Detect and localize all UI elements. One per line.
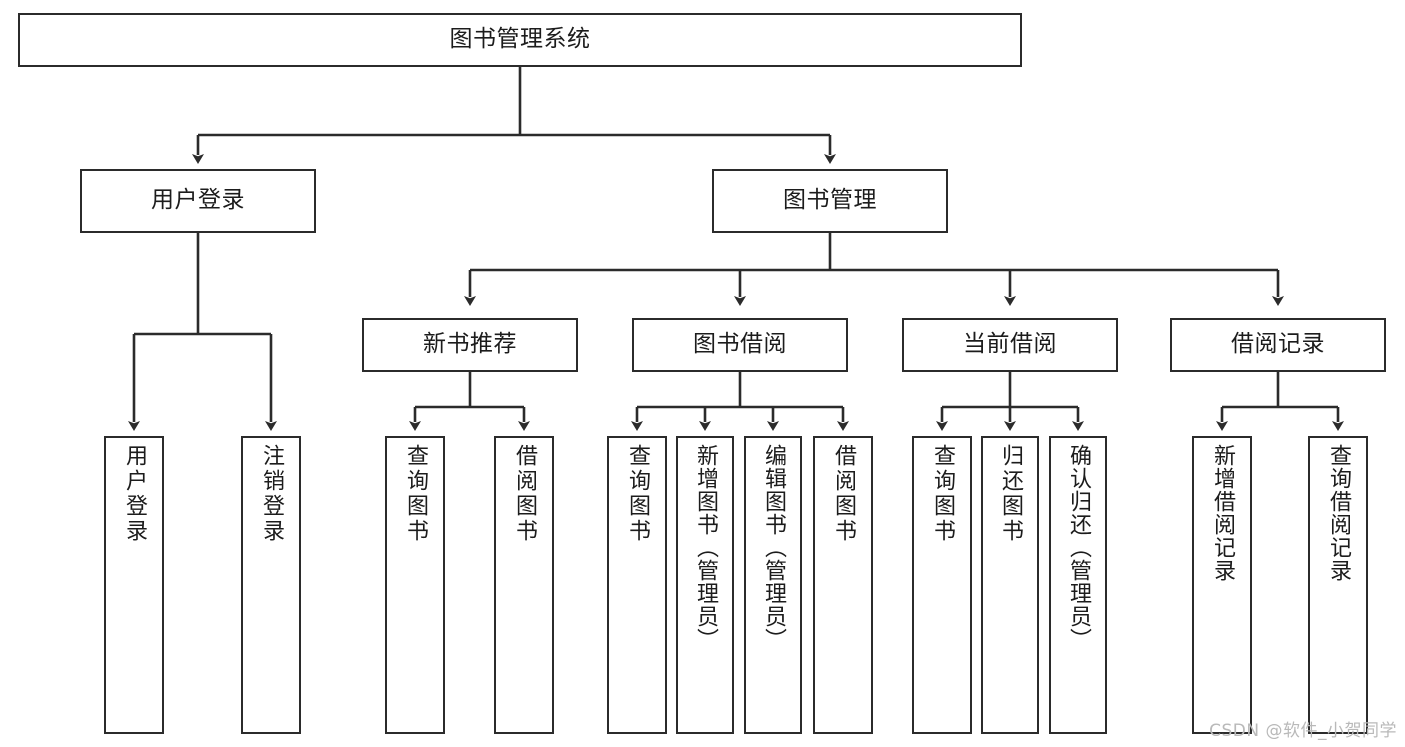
leaf-user-login[interactable]: 用户登录 (104, 436, 164, 734)
node-root-system-label: 图书管理系统 (449, 26, 591, 53)
leaf-query-book-current[interactable]: 查询图书 (912, 436, 972, 734)
leaf-query-book-new[interactable]: 查询图书 (385, 436, 445, 734)
leaf-query-borrow-record[interactable]: 查询借阅记录 (1308, 436, 1368, 734)
node-book-borrow[interactable]: 图书借阅 (632, 318, 848, 372)
watermark-text: CSDN @软件_小贺同学 (1209, 721, 1397, 741)
leaf-borrow-book-borrow-label: 借阅图书 (831, 444, 856, 544)
leaf-return-book-label: 归还图书 (998, 444, 1023, 544)
leaf-query-book-new-label: 查询图书 (403, 444, 428, 544)
leaf-add-book[interactable]: 新增图书（管理员） (676, 436, 734, 734)
leaf-query-book-borrow-label: 查询图书 (625, 444, 650, 544)
leaf-query-book-current-label: 查询图书 (930, 444, 955, 544)
node-book-manage[interactable]: 图书管理 (712, 169, 948, 233)
leaf-return-book[interactable]: 归还图书 (981, 436, 1039, 734)
node-user-login-label: 用户登录 (151, 187, 245, 214)
leaf-borrow-book-borrow[interactable]: 借阅图书 (813, 436, 873, 734)
node-borrow-record-label: 借阅记录 (1231, 331, 1325, 358)
node-current-borrow[interactable]: 当前借阅 (902, 318, 1118, 372)
node-new-book-recommend-label: 新书推荐 (423, 331, 517, 358)
leaf-query-book-borrow[interactable]: 查询图书 (607, 436, 667, 734)
leaf-confirm-return[interactable]: 确认归还（管理员） (1049, 436, 1107, 734)
leaf-borrow-book-new-label: 借阅图书 (512, 444, 537, 544)
leaf-logout-label: 注销登录 (259, 444, 284, 544)
leaf-add-borrow-record[interactable]: 新增借阅记录 (1192, 436, 1252, 734)
node-root-system[interactable]: 图书管理系统 (18, 13, 1022, 67)
leaf-borrow-book-new[interactable]: 借阅图书 (494, 436, 554, 734)
leaf-add-book-label: 新增图书（管理员） (693, 444, 718, 651)
leaf-query-borrow-record-label: 查询借阅记录 (1326, 444, 1351, 582)
leaf-edit-book[interactable]: 编辑图书（管理员） (744, 436, 802, 734)
leaf-add-borrow-record-label: 新增借阅记录 (1210, 444, 1235, 582)
node-user-login[interactable]: 用户登录 (80, 169, 316, 233)
leaf-logout[interactable]: 注销登录 (241, 436, 301, 734)
node-borrow-record[interactable]: 借阅记录 (1170, 318, 1386, 372)
leaf-edit-book-label: 编辑图书（管理员） (761, 444, 786, 651)
node-current-borrow-label: 当前借阅 (963, 331, 1057, 358)
node-new-book-recommend[interactable]: 新书推荐 (362, 318, 578, 372)
leaf-confirm-return-label: 确认归还（管理员） (1066, 444, 1091, 651)
leaf-user-login-label: 用户登录 (122, 444, 147, 544)
node-book-borrow-label: 图书借阅 (693, 331, 787, 358)
node-book-manage-label: 图书管理 (783, 187, 877, 214)
